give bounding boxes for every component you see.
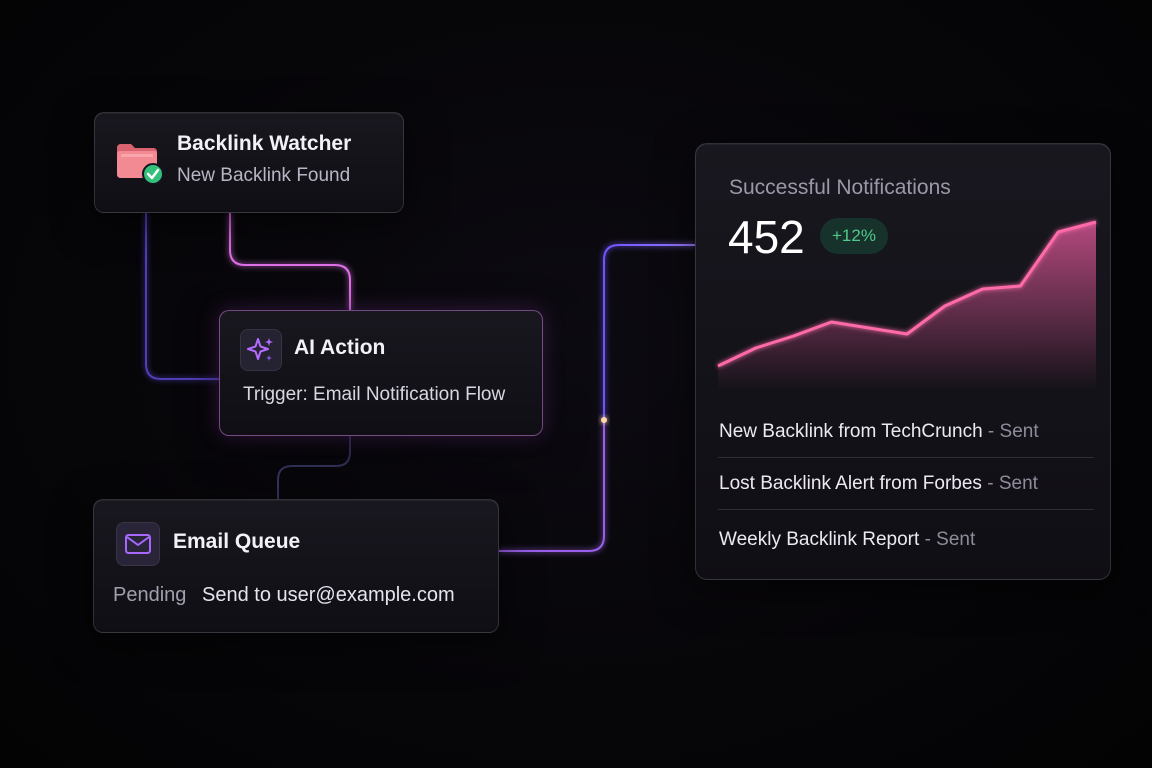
connector-ai-email — [277, 436, 351, 499]
watcher-subtitle: New Backlink Found — [177, 165, 351, 186]
notification-status: Sent — [999, 421, 1039, 442]
connector-watcher-ai-pink — [229, 213, 351, 310]
connector-watcher-ai-left — [145, 213, 219, 380]
ai-icon-box — [240, 329, 282, 371]
notification-separator: - — [987, 473, 994, 494]
notifications-label: Successful Notifications — [729, 176, 951, 199]
list-item[interactable]: New Backlink from TechCrunch - Sent — [718, 406, 1094, 458]
notification-separator: - — [987, 421, 995, 442]
email-queue-title: Email Queue — [173, 530, 301, 553]
list-item[interactable]: Weekly Backlink Report - Sent — [718, 510, 1094, 566]
notification-name: Weekly Backlink Report — [719, 529, 920, 550]
trend-line — [717, 220, 1097, 368]
connector-junction-stats — [603, 244, 695, 420]
ai-action-card[interactable]: AI Action Trigger: Email Notification Fl… — [219, 310, 543, 436]
ai-action-title: AI Action — [294, 336, 386, 359]
list-item[interactable]: Lost Backlink Alert from Forbes - Sent — [718, 458, 1094, 510]
mail-icon — [125, 534, 151, 554]
notification-name: Lost Backlink Alert from Forbes — [719, 473, 982, 494]
folder-check-icon — [117, 144, 163, 184]
junction-glow — [601, 417, 607, 423]
mail-icon-box — [116, 522, 160, 566]
change-badge: +12% — [820, 218, 888, 254]
connector-email-junction — [499, 420, 605, 552]
ai-action-trigger: Trigger: Email Notification Flow — [243, 384, 506, 405]
trend-area-chart — [717, 220, 1097, 390]
notification-separator: - — [924, 529, 931, 550]
email-queue-card[interactable]: Email Queue Pending Send to user@example… — [93, 499, 499, 633]
watcher-title: Backlink Watcher — [177, 132, 352, 155]
notifications-panel: Successful Notifications 452 +12% New Ba… — [695, 143, 1111, 580]
notification-status: Sent — [936, 529, 976, 550]
email-queue-destination: Send to user@example.com — [202, 584, 455, 606]
sparkles-icon — [247, 338, 273, 361]
trend-area — [718, 222, 1096, 390]
notifications-count: 452 — [728, 211, 805, 263]
notification-status: Sent — [998, 473, 1038, 494]
email-queue-status: Pending — [113, 584, 187, 606]
backlink-watcher-card[interactable]: Backlink Watcher New Backlink Found — [94, 112, 404, 213]
notification-name: New Backlink from TechCrunch — [719, 421, 983, 442]
